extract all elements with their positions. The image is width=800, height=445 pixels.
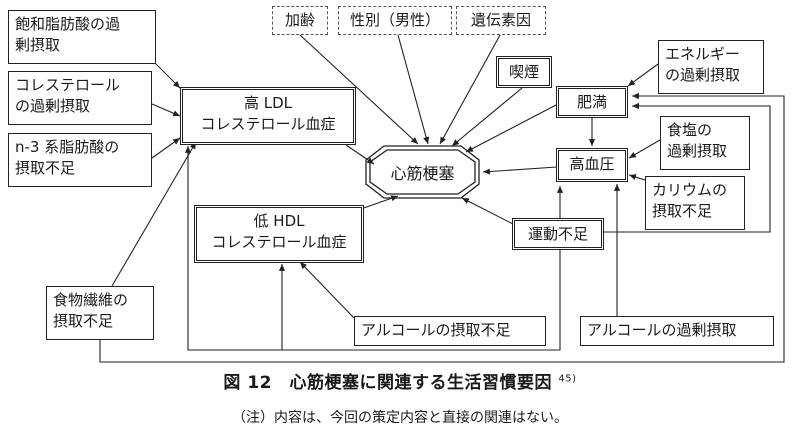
arrow-fiber-ldl — [111, 141, 197, 287]
node-alcohol-excess: アルコールの過剰摂取 — [580, 316, 774, 346]
node-myocardial-infarction: 心筋梗塞 — [390, 164, 455, 183]
node-saturated-fat: 飽和脂肪酸の過剰摂取 — [8, 10, 156, 64]
arrow-ldl-mi — [345, 144, 375, 165]
node-smoking: 喫煙 — [496, 56, 552, 88]
node-age: 加齢 — [272, 6, 328, 35]
arrow-alclow-hdl — [299, 261, 355, 319]
arrow-chol-ldl — [151, 103, 181, 117]
arrow-genetic-mi — [439, 34, 501, 145]
arrow-loop-ldl — [184, 146, 560, 351]
arrow-salt-htn — [628, 139, 661, 159]
arrow-smoking-mi — [451, 87, 523, 147]
arrow-htn-mi — [482, 166, 558, 175]
node-potassium-intake: カリウムの摂取不足 — [645, 176, 745, 230]
node-cholesterol-intake: コレステロールの過剰摂取 — [8, 71, 152, 125]
arrow-fiber-obesity — [99, 92, 785, 363]
arrow-obesity-mi — [465, 104, 557, 153]
node-genetic: 遺伝素因 — [456, 6, 546, 35]
arrow-potassium-htn — [628, 174, 646, 181]
arrow-exercise-mi — [461, 197, 516, 226]
arrow-hdl-mi — [357, 195, 399, 211]
arrow-sex-mi — [397, 34, 430, 145]
node-salt-intake: 食塩の過剰摂取 — [660, 116, 750, 170]
node-hypertension: 高血圧 — [556, 148, 628, 182]
node-n3-fatty-acid: n-3 系脂肪酸の摂取不足 — [8, 133, 152, 187]
arrow-satfat-ldl — [155, 63, 181, 89]
node-dietary-fiber: 食物繊維の摂取不足 — [46, 286, 154, 340]
arrow-age-mi — [299, 34, 419, 145]
node-obesity: 肥満 — [556, 86, 628, 118]
figure-caption: 図 12 心筋梗塞に関連する生活習慣要因 45) — [223, 373, 577, 393]
figure-note: （注）内容は、今回の策定内容と直接の関連はない。 — [232, 410, 568, 426]
arrow-n3-ldl — [151, 137, 181, 159]
node-lack-of-exercise: 運動不足 — [512, 218, 604, 250]
arrow-exercise-obesity — [604, 102, 771, 233]
node-energy-intake: エネルギーの過剰摂取 — [658, 40, 764, 94]
arrow-energy-obesity — [627, 63, 659, 87]
node-sex: 性別（男性） — [338, 6, 452, 35]
node-alcohol-insufficient: アルコールの摂取不足 — [354, 316, 546, 346]
